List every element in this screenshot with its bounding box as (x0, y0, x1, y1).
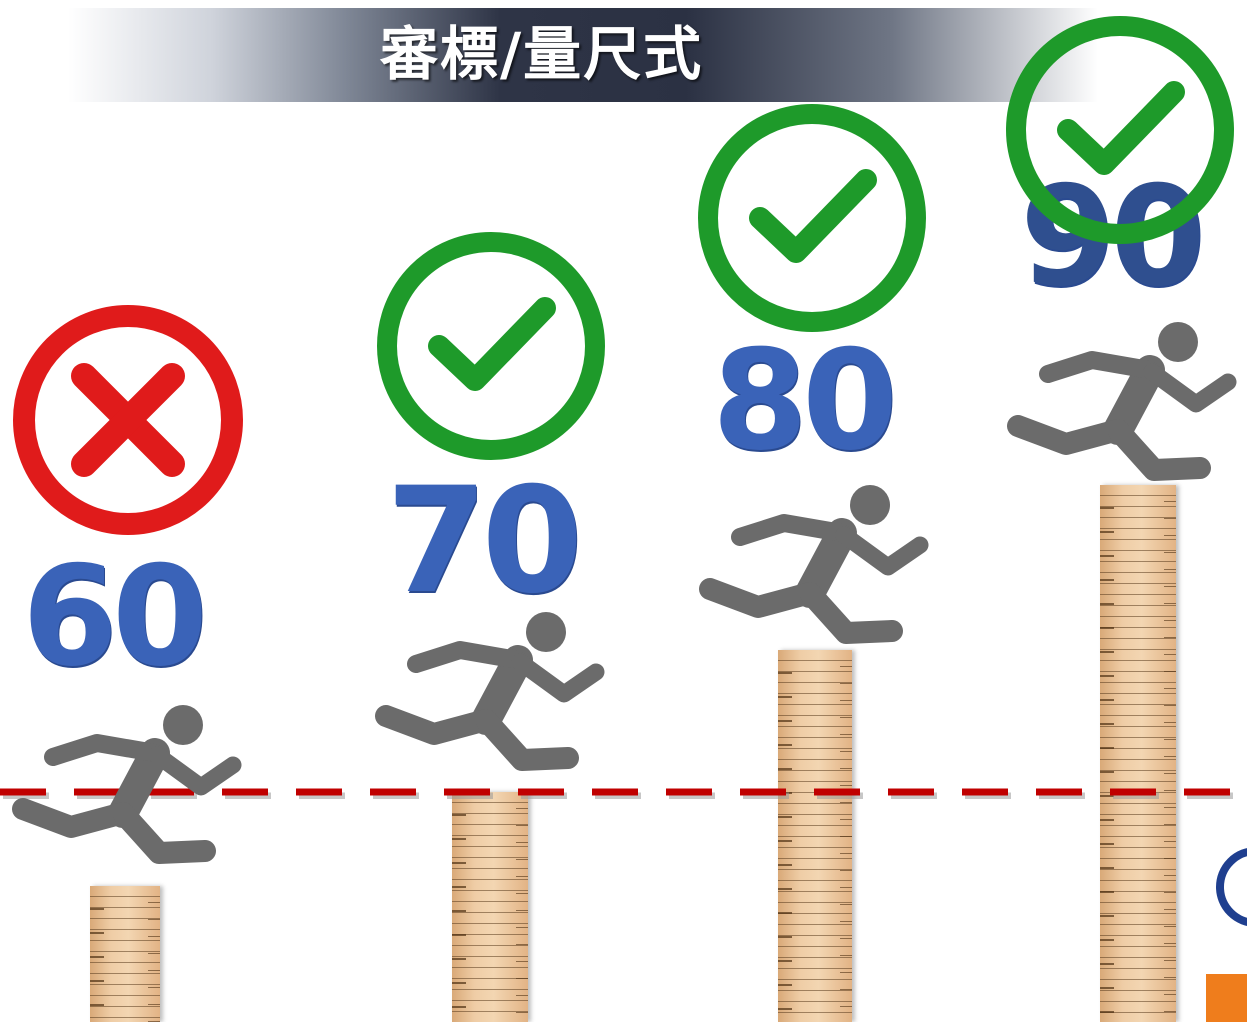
score-70: 70 (386, 456, 583, 626)
page-title: 審標/量尺式 (380, 20, 704, 88)
orange-corner-block (1206, 974, 1247, 1022)
runner-icon-90 (1000, 322, 1245, 482)
ruler-60 (90, 886, 160, 1022)
score-60: 60 (22, 536, 208, 697)
ruler-70 (452, 792, 528, 1022)
check-circle-icon-90 (1006, 16, 1234, 244)
ruler-80 (778, 650, 852, 1022)
runner-icon-70 (368, 612, 613, 772)
runner-icon-80 (692, 485, 937, 645)
runner-icon-60 (5, 705, 250, 865)
ruler-90 (1100, 485, 1176, 1022)
threshold-dashed-line (0, 788, 1247, 799)
logo-fragment (1216, 848, 1247, 926)
check-circle-icon-70 (377, 232, 605, 460)
score-80: 80 (712, 320, 898, 481)
x-circle-icon (13, 305, 243, 535)
title-banner (68, 8, 1098, 102)
check-circle-icon-80 (698, 104, 926, 332)
